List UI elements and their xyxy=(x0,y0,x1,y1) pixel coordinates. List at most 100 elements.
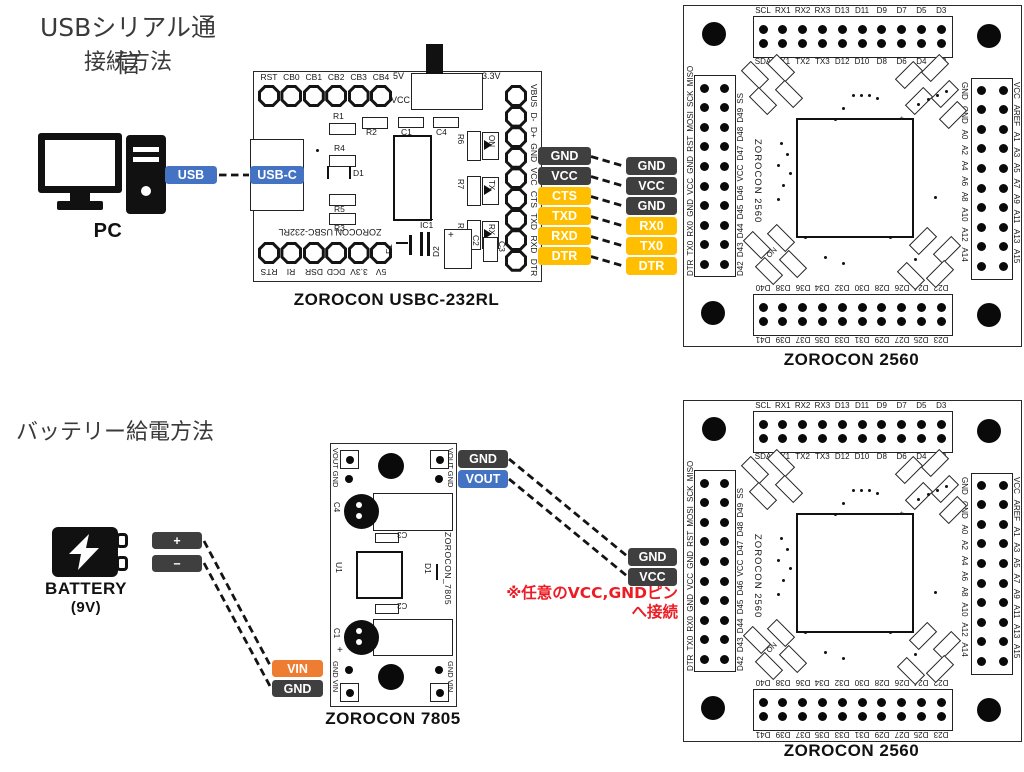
component-c1 xyxy=(398,117,424,128)
pin-label: D5 xyxy=(916,401,927,410)
pin-dot xyxy=(699,498,709,508)
pin-dot xyxy=(719,240,729,250)
component-f1-line xyxy=(396,242,408,244)
via-dot xyxy=(934,196,937,199)
pin-dot xyxy=(976,656,986,666)
pin-dot xyxy=(998,500,1008,510)
pin-dot xyxy=(798,316,808,326)
pin-dot xyxy=(976,144,986,154)
pin-dot xyxy=(877,419,887,429)
component-d1-bar xyxy=(349,166,351,179)
pin-label: D11 xyxy=(854,6,870,15)
pin-dot xyxy=(817,24,827,34)
pin-label: D8 xyxy=(876,452,887,461)
via-dot xyxy=(842,502,845,505)
pin-dot xyxy=(719,103,729,113)
pin-dot xyxy=(719,654,729,664)
pin-label: RX2 xyxy=(794,6,811,15)
pin-label: D3 xyxy=(936,6,947,15)
pin-dot xyxy=(998,203,1008,213)
z2560-pin-badge-vcc: VCC xyxy=(626,177,677,195)
pin-label: D10 xyxy=(854,57,870,66)
component-c2 xyxy=(375,604,399,614)
via-dot xyxy=(914,258,917,261)
pin-octagon xyxy=(505,146,527,169)
component-r1 xyxy=(329,123,356,135)
switch-label-vcc: VCC xyxy=(391,95,411,105)
pin-label: D11 xyxy=(854,401,870,410)
z2560-pin-badge-dtr: DTR xyxy=(626,257,677,275)
pin-dot xyxy=(699,161,709,171)
pin-dot xyxy=(998,637,1008,647)
pin-dot xyxy=(778,711,788,721)
pin-label: D12 xyxy=(834,452,850,461)
pin-dot xyxy=(699,122,709,132)
via-dot xyxy=(927,493,930,496)
mounting-hole xyxy=(702,22,726,46)
pin-octagon xyxy=(505,249,527,272)
pin-label: RX3 xyxy=(814,6,831,15)
pin-dot xyxy=(719,498,729,508)
pin-dot xyxy=(897,711,907,721)
ref-c1: C1 xyxy=(401,127,412,137)
pin-dot xyxy=(897,38,907,48)
pin-dot xyxy=(916,24,926,34)
pin-dot xyxy=(719,220,729,230)
pin-octagon xyxy=(505,85,527,107)
pin-dot xyxy=(699,103,709,113)
via-dot xyxy=(934,591,937,594)
via-dot xyxy=(868,94,871,97)
pin-dot xyxy=(778,419,788,429)
component-c1-can xyxy=(344,620,379,655)
pin-octagon xyxy=(280,85,303,107)
component-r4 xyxy=(329,155,356,167)
dashed-wire xyxy=(590,195,626,208)
component-d2-bar xyxy=(420,232,423,256)
tower-slot-1 xyxy=(133,147,159,152)
pin-dot xyxy=(798,38,808,48)
pin-octagon xyxy=(505,105,527,128)
mounting-hole xyxy=(977,303,1001,327)
via-dot xyxy=(789,567,792,570)
pin-octagon xyxy=(258,85,280,107)
monitor-stand-base xyxy=(57,201,103,210)
pin-dot xyxy=(699,240,709,250)
pin-dot xyxy=(719,83,729,93)
pin-label: RX3 xyxy=(814,401,831,410)
pin-label: RX1 xyxy=(775,401,791,410)
pin-dot xyxy=(719,537,729,547)
bottom-header xyxy=(753,294,953,336)
via-dot xyxy=(917,103,920,106)
pin-dot xyxy=(699,201,709,211)
dashed-wire xyxy=(508,477,628,578)
pin-dot xyxy=(817,316,827,326)
vin-badge: VIN xyxy=(272,660,323,677)
pin-dot xyxy=(936,433,946,443)
pin-dot xyxy=(857,38,867,48)
pin-dot xyxy=(916,302,926,312)
pin-dot xyxy=(758,697,768,707)
pin-label: CB3 xyxy=(350,72,367,82)
via-dot xyxy=(782,184,785,187)
dashed-wire xyxy=(202,562,273,689)
pin-label: CB1 xyxy=(305,72,323,82)
pin-label: TX2 xyxy=(795,57,810,66)
component-r6 xyxy=(467,131,481,161)
pin-dot xyxy=(699,537,709,547)
pin-dot xyxy=(435,475,443,483)
ref-r2: R2 xyxy=(366,127,377,137)
component-c3 xyxy=(375,533,399,543)
component-r3 xyxy=(329,213,356,225)
pin-dot xyxy=(998,480,1008,490)
cap-lead-dot xyxy=(356,639,362,645)
via-dot xyxy=(834,513,837,516)
pin-label: RX1 xyxy=(775,6,791,15)
ref-r3: R3 xyxy=(334,223,345,233)
ref-r5: R5 xyxy=(334,204,345,214)
battery-label: BATTERY xyxy=(45,579,127,598)
pin-dot xyxy=(778,38,788,48)
pin-dot xyxy=(976,558,986,568)
cap-lead-dot xyxy=(356,628,362,634)
via-dot xyxy=(927,98,930,101)
